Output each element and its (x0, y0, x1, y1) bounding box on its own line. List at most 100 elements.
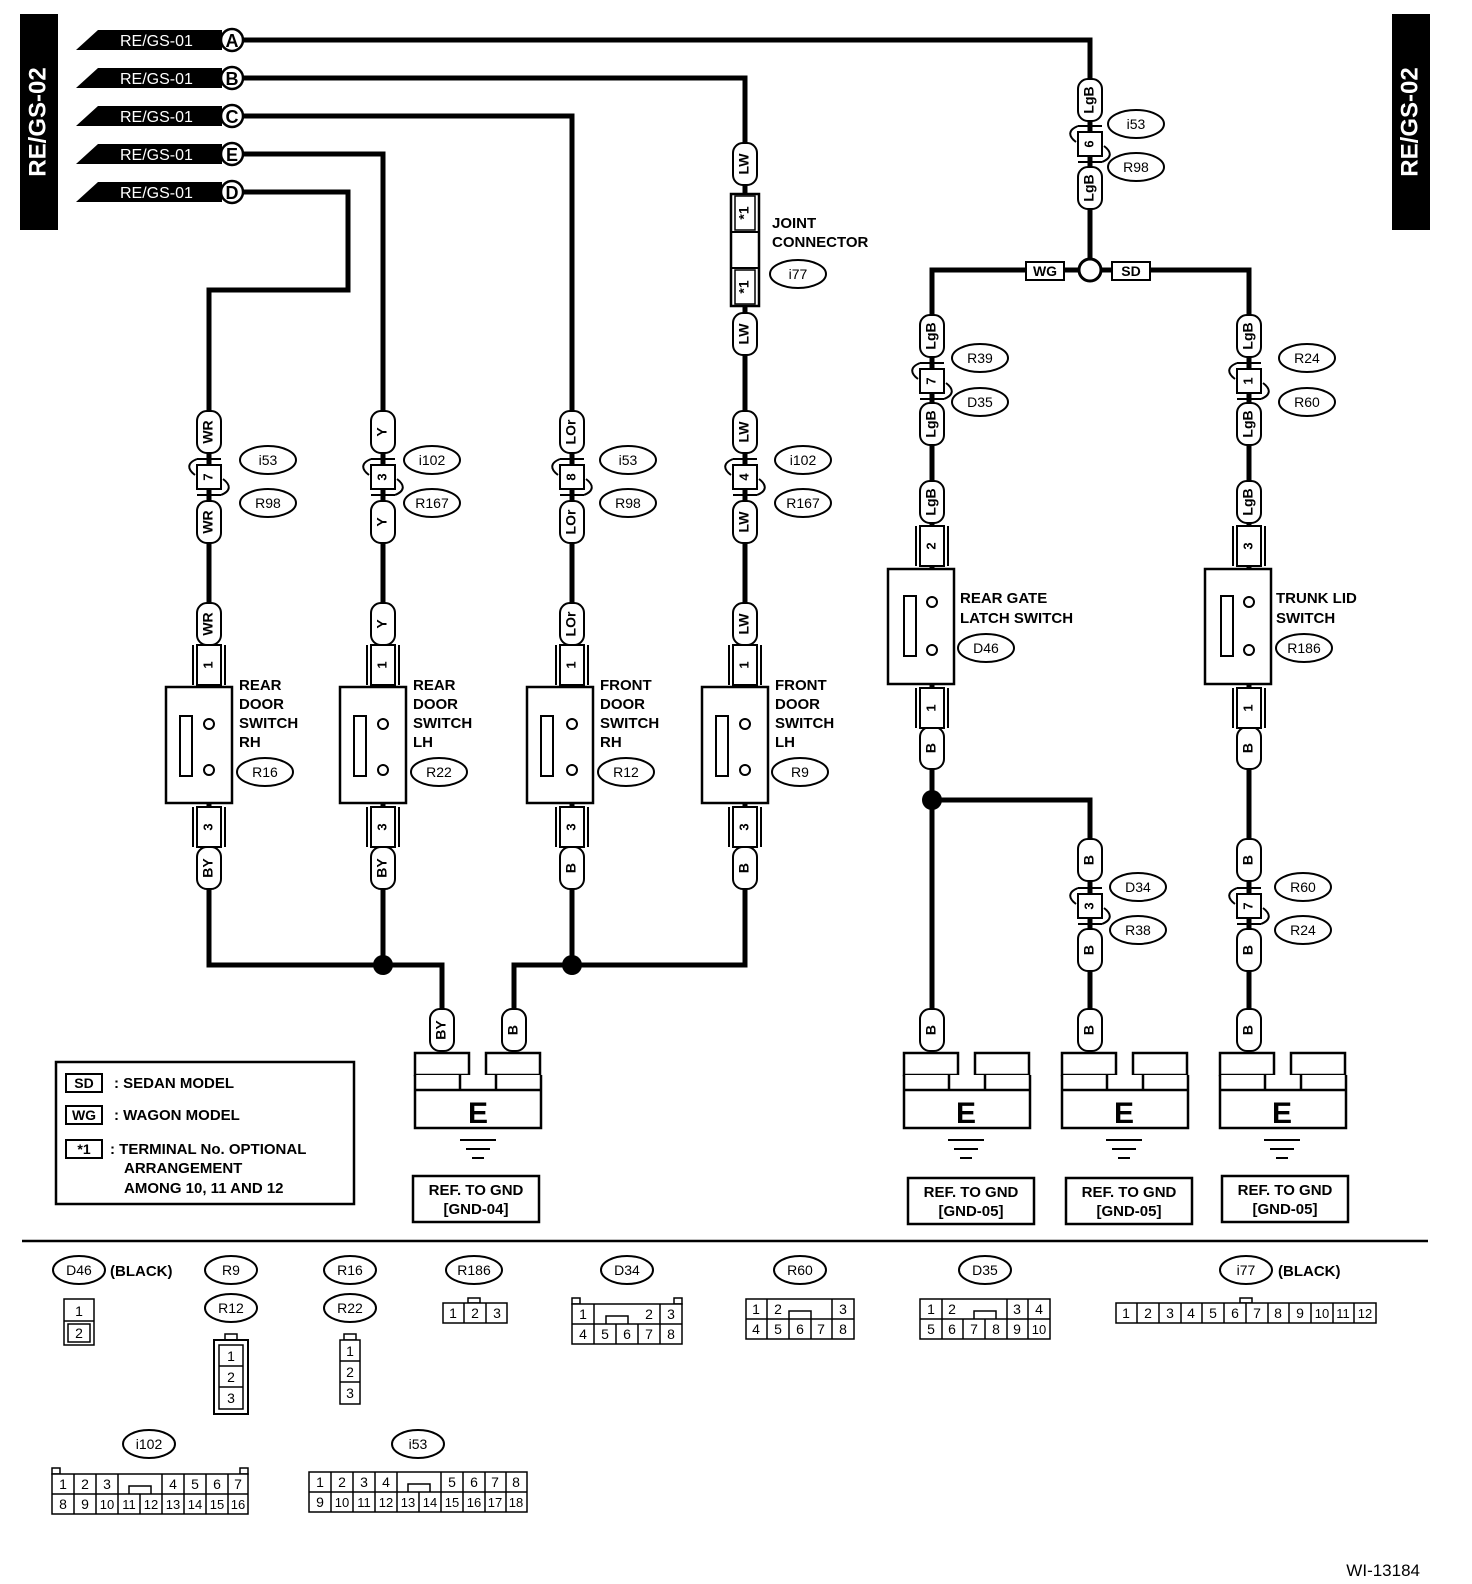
rear-door-switch-rh: 1 3 REAR DOOR SWITCH RH R16 (164, 644, 298, 848)
ref-arrow-b: RE/GS-01 B (76, 65, 245, 91)
svg-text:2: 2 (923, 542, 938, 549)
svg-text:R98: R98 (1123, 159, 1149, 175)
svg-text:12: 12 (1358, 1306, 1372, 1321)
svg-text:E: E (1272, 1097, 1292, 1130)
ground-gnd-05-c: E REF. TO GND [GND-05] (1218, 1051, 1350, 1224)
figure-id: WI-13184 (1346, 1561, 1420, 1580)
svg-text:4: 4 (1035, 1301, 1043, 1317)
svg-text:6: 6 (796, 1321, 804, 1337)
svg-text:SD: SD (1121, 263, 1140, 279)
svg-text:16: 16 (467, 1495, 481, 1510)
svg-text:15: 15 (210, 1497, 224, 1512)
svg-text:DOOR: DOOR (413, 696, 458, 713)
svg-text:SWITCH: SWITCH (600, 715, 659, 732)
splice-connectors: 6 7 3 8 4 7 1 3 7 (188, 125, 1270, 925)
svg-text:DOOR: DOOR (600, 696, 645, 713)
svg-text:7: 7 (923, 377, 938, 384)
svg-text:RE/GS-01: RE/GS-01 (120, 147, 193, 164)
svg-text:2: 2 (774, 1301, 782, 1317)
svg-text:: TERMINAL No. OPTIONAL: : TERMINAL No. OPTIONAL (110, 1141, 306, 1158)
svg-text:RE/GS-01: RE/GS-01 (120, 185, 193, 202)
svg-text:ARRANGEMENT: ARRANGEMENT (124, 1160, 242, 1177)
svg-text:E: E (956, 1097, 976, 1130)
svg-text:R9: R9 (791, 764, 809, 780)
svg-text:i102: i102 (419, 452, 446, 468)
svg-text:AMONG 10, 11 AND 12: AMONG 10, 11 AND 12 (124, 1180, 284, 1197)
svg-text:R39: R39 (967, 350, 993, 366)
svg-text:3: 3 (493, 1305, 501, 1321)
svg-text:7: 7 (1240, 902, 1255, 909)
svg-text:1: 1 (563, 661, 578, 668)
svg-text:i77: i77 (1237, 1262, 1256, 1278)
svg-text:6: 6 (948, 1321, 956, 1337)
svg-text:SWITCH: SWITCH (413, 715, 472, 732)
svg-text:REF. TO GND: REF. TO GND (1238, 1182, 1333, 1199)
svg-text:4: 4 (579, 1326, 587, 1342)
svg-text:LW: LW (736, 511, 752, 533)
svg-text:2: 2 (227, 1369, 235, 1385)
svg-text:3: 3 (1081, 902, 1096, 909)
svg-text:WG: WG (1033, 263, 1057, 279)
svg-text:R12: R12 (218, 1300, 244, 1316)
rear-gate-latch-switch: 2 1 REAR GATE LATCH SWITCH D46 (886, 525, 1073, 729)
svg-text:Y: Y (374, 517, 390, 527)
svg-text:1: 1 (736, 661, 751, 668)
svg-text:DOOR: DOOR (775, 696, 820, 713)
connector-ovals: i53 R98 i77 i53 R98 i102 R167 i53 R98 i1… (239, 109, 1336, 945)
svg-text:4: 4 (736, 473, 751, 481)
svg-text:RE/GS-01: RE/GS-01 (120, 109, 193, 126)
svg-text:DOOR: DOOR (239, 696, 284, 713)
svg-text:B: B (505, 1025, 521, 1035)
svg-text:11: 11 (1336, 1306, 1350, 1321)
svg-text:3: 3 (346, 1385, 354, 1401)
svg-text:D35: D35 (967, 394, 993, 410)
svg-text:16: 16 (231, 1497, 245, 1512)
svg-text:R24: R24 (1290, 922, 1316, 938)
svg-text:RE/GS-01: RE/GS-01 (120, 33, 193, 50)
svg-text:R186: R186 (457, 1262, 491, 1278)
svg-text:RH: RH (600, 734, 622, 751)
svg-text:R60: R60 (787, 1262, 813, 1278)
svg-text:REF. TO GND: REF. TO GND (1082, 1184, 1177, 1201)
svg-text:WG: WG (72, 1107, 96, 1123)
svg-text:8: 8 (667, 1326, 675, 1342)
svg-text:5: 5 (448, 1474, 456, 1490)
svg-text:R167: R167 (786, 495, 820, 511)
svg-text:12: 12 (144, 1497, 158, 1512)
svg-text:1: 1 (374, 661, 389, 668)
svg-text:3: 3 (200, 823, 215, 830)
svg-text:R38: R38 (1125, 922, 1151, 938)
svg-text:R16: R16 (337, 1262, 363, 1278)
front-door-switch-lh: 1 3 FRONT DOOR SWITCH LH R9 (700, 644, 834, 848)
svg-text:D35: D35 (972, 1262, 998, 1278)
svg-text:LgB: LgB (1240, 322, 1256, 349)
svg-text:11: 11 (122, 1497, 136, 1512)
svg-text:R60: R60 (1294, 394, 1320, 410)
svg-text:B: B (226, 69, 239, 89)
svg-text:i53: i53 (259, 452, 278, 468)
svg-text:13: 13 (166, 1497, 180, 1512)
svg-text:*1: *1 (77, 1141, 90, 1157)
svg-text:i53: i53 (409, 1436, 428, 1452)
svg-text:SWITCH: SWITCH (1276, 610, 1335, 627)
svg-text:LgB: LgB (1081, 174, 1097, 201)
svg-text:B: B (1240, 945, 1256, 955)
svg-text:17: 17 (488, 1495, 502, 1510)
svg-text:REAR GATE: REAR GATE (960, 590, 1047, 607)
svg-text:B: B (1240, 1025, 1256, 1035)
svg-text:E: E (226, 145, 238, 165)
svg-text:R98: R98 (615, 495, 641, 511)
svg-text:LW: LW (736, 421, 752, 443)
svg-text:6: 6 (1081, 140, 1096, 147)
svg-text:1: 1 (59, 1476, 67, 1492)
svg-text:3: 3 (667, 1306, 675, 1322)
svg-text:[GND-05]: [GND-05] (1252, 1201, 1317, 1218)
svg-text:15: 15 (445, 1495, 459, 1510)
svg-text:10: 10 (100, 1497, 114, 1512)
svg-text:[GND-05]: [GND-05] (938, 1203, 1003, 1220)
svg-text:3: 3 (1013, 1301, 1021, 1317)
svg-text:LgB: LgB (923, 488, 939, 515)
svg-text:3: 3 (103, 1476, 111, 1492)
legend: SD : SEDAN MODEL WG : WAGON MODEL *1 : T… (54, 1060, 356, 1206)
svg-text:2: 2 (1144, 1305, 1152, 1321)
